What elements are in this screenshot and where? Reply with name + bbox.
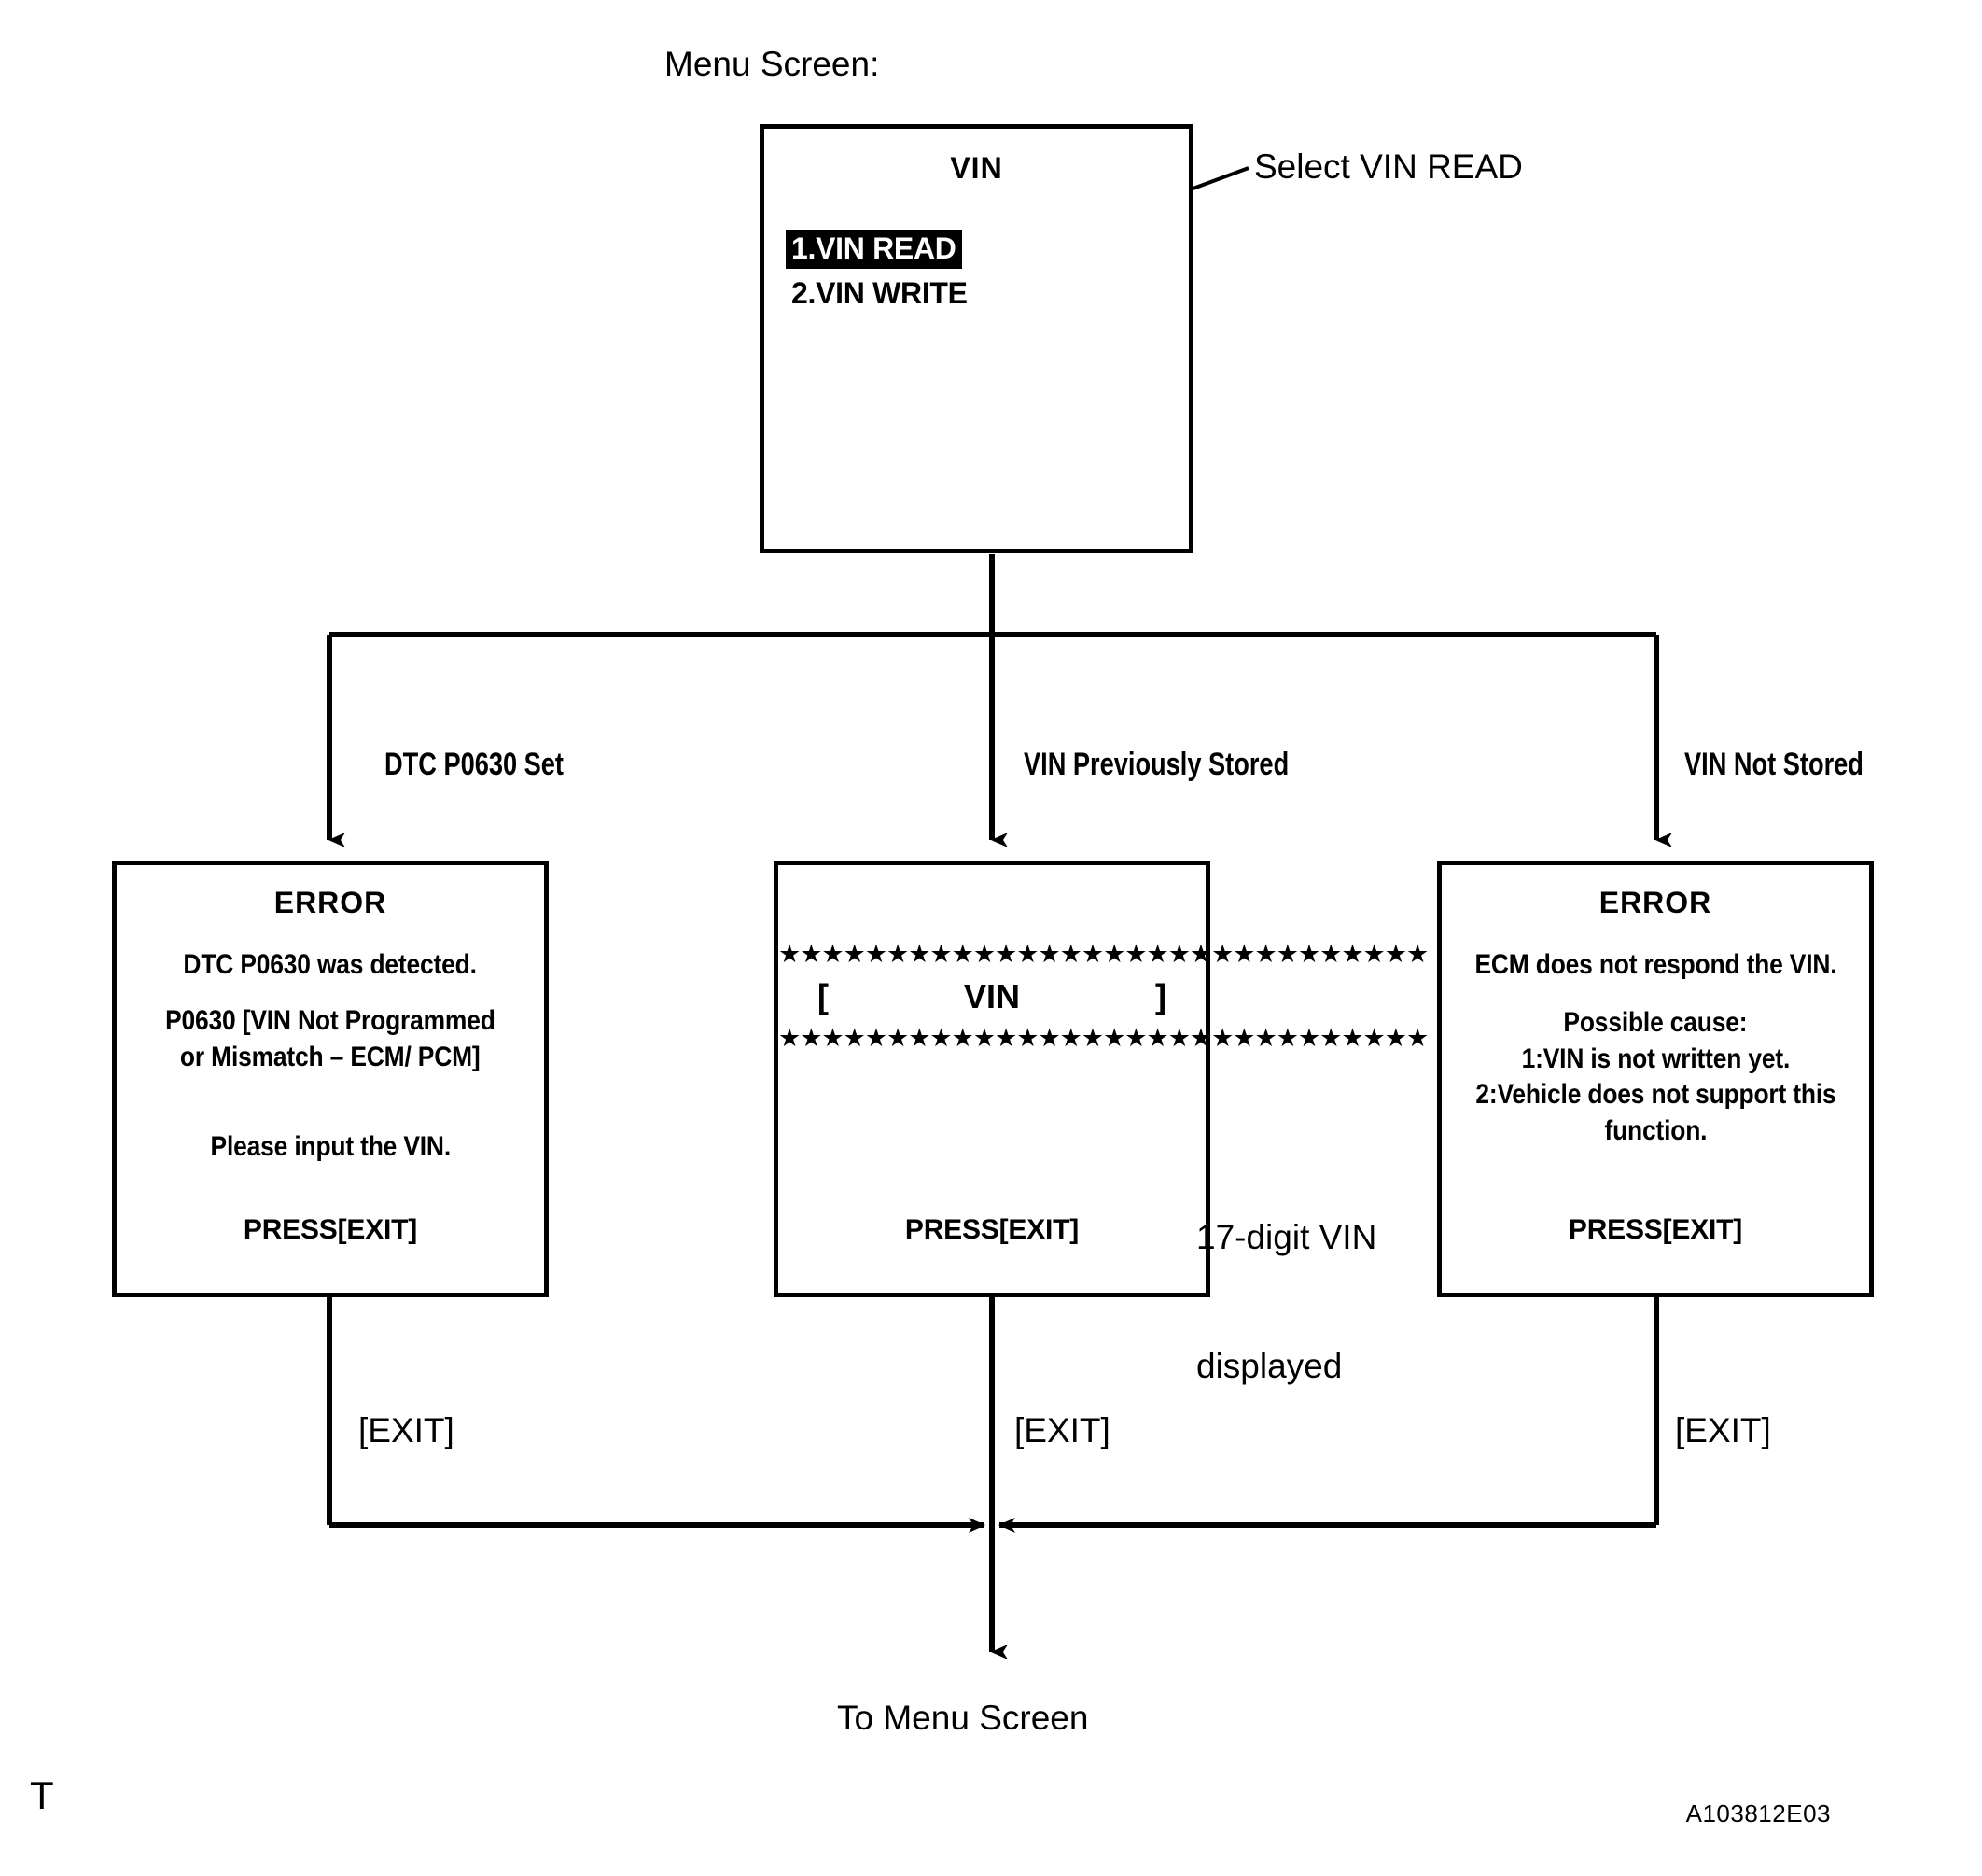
exit-label-middle: [EXIT] <box>1014 1411 1110 1449</box>
branch-label-vin-previously-stored: VIN Previously Stored <box>1024 747 1290 782</box>
annotation-17-digit-vin: 17-digit VIN displayed <box>1196 1129 1376 1475</box>
exit-label-right: [EXIT] <box>1675 1411 1771 1449</box>
branch-label-dtc-set: DTC P0630 Set <box>384 747 564 782</box>
error-dtc-line-3: or Mismatch – ECM/ PCM] <box>180 1041 481 1072</box>
error-no-vin-footer: PRESS[EXIT] <box>1568 1214 1743 1245</box>
vin-display-stars-bottom: ★★★★★★★★★★★★★★★★★★★★★★★★★★★★★★ <box>778 1024 1429 1053</box>
vin-display-bracket-right: ] <box>1155 977 1166 1015</box>
menu-screen-title: VIN <box>950 151 1003 185</box>
error-no-vin-line-4: 2:Vehicle does not support this <box>1474 1079 1836 1111</box>
error-no-vin-line-1: ECM does not respond the VIN. <box>1474 949 1836 980</box>
annotation-select-vin-read: Select VIN READ <box>1254 147 1523 186</box>
error-no-vin-footer-row: PRESS[EXIT] <box>1442 1212 1869 1248</box>
menu-screen-title-row: VIN <box>764 151 1189 186</box>
exit-label-left: [EXIT] <box>358 1411 454 1449</box>
annotation-17-digit-vin-line-2: displayed <box>1196 1347 1343 1386</box>
vin-display-bracket-left: [ <box>817 977 829 1015</box>
error-dtc-title-row: ERROR <box>117 886 544 920</box>
menu-screen-list: 1.VIN READ 2.VIN WRITE <box>764 230 1189 314</box>
annotation-17-digit-vin-line-1: 17-digit VIN <box>1196 1217 1377 1256</box>
vin-display-footer-row: PRESS[EXIT] <box>778 1212 1206 1248</box>
menu-item-vin-write[interactable]: 2.VIN WRITE <box>791 276 968 310</box>
menu-screen-box: VIN 1.VIN READ 2.VIN WRITE <box>760 124 1193 553</box>
error-no-vin-body: ECM does not respond the VIN. Possible c… <box>1442 947 1869 1149</box>
error-no-vin-screen-box: ERROR ECM does not respond the VIN. Poss… <box>1437 861 1874 1297</box>
menu-screen-caption: Menu Screen: <box>664 45 880 83</box>
vin-display-stars-top-row: ★★★★★★★★★★★★★★★★★★★★★★★★★★★★★★ <box>778 942 1429 967</box>
vin-display-footer: PRESS[EXIT] <box>904 1214 1080 1245</box>
error-dtc-line-2: P0630 [VIN Not Programmed <box>165 1005 496 1037</box>
error-no-vin-line-2: Possible cause: <box>1563 1007 1748 1039</box>
error-dtc-line-1: DTC P0630 was detected. <box>183 949 478 980</box>
to-menu-screen-caption: To Menu Screen <box>837 1699 1089 1737</box>
error-dtc-title: ERROR <box>273 886 387 919</box>
branch-label-vin-not-stored: VIN Not Stored <box>1684 747 1863 782</box>
error-dtc-screen-box: ERROR DTC P0630 was detected. P0630 [VIN… <box>112 861 549 1297</box>
corner-mark-t: T <box>30 1773 54 1817</box>
vin-display-stars-top: ★★★★★★★★★★★★★★★★★★★★★★★★★★★★★★ <box>778 940 1429 969</box>
menu-item-vin-read[interactable]: 1.VIN READ <box>786 230 962 269</box>
vin-display-vin-label: VIN <box>963 977 1020 1015</box>
error-no-vin-title-row: ERROR <box>1442 886 1869 920</box>
vin-display-screen-box: ★★★★★★★★★★★★★★★★★★★★★★★★★★★★★★ [ VIN ] ★… <box>774 861 1429 1297</box>
reference-code: A103812E03 <box>1685 1799 1831 1827</box>
error-dtc-body: DTC P0630 was detected. P0630 [VIN Not P… <box>117 947 544 1166</box>
error-no-vin-line-3: 1:VIN is not written yet. <box>1521 1043 1790 1074</box>
vin-display-bracket-row: [ VIN ] <box>778 977 1206 1018</box>
error-dtc-footer: PRESS[EXIT] <box>243 1214 418 1245</box>
error-dtc-line-4: Please input the VIN. <box>210 1131 451 1163</box>
error-no-vin-title: ERROR <box>1598 886 1712 919</box>
error-no-vin-line-5: function. <box>1604 1114 1707 1146</box>
vin-display-stars-bottom-row: ★★★★★★★★★★★★★★★★★★★★★★★★★★★★★★ <box>778 1026 1429 1051</box>
error-dtc-footer-row: PRESS[EXIT] <box>117 1212 544 1248</box>
